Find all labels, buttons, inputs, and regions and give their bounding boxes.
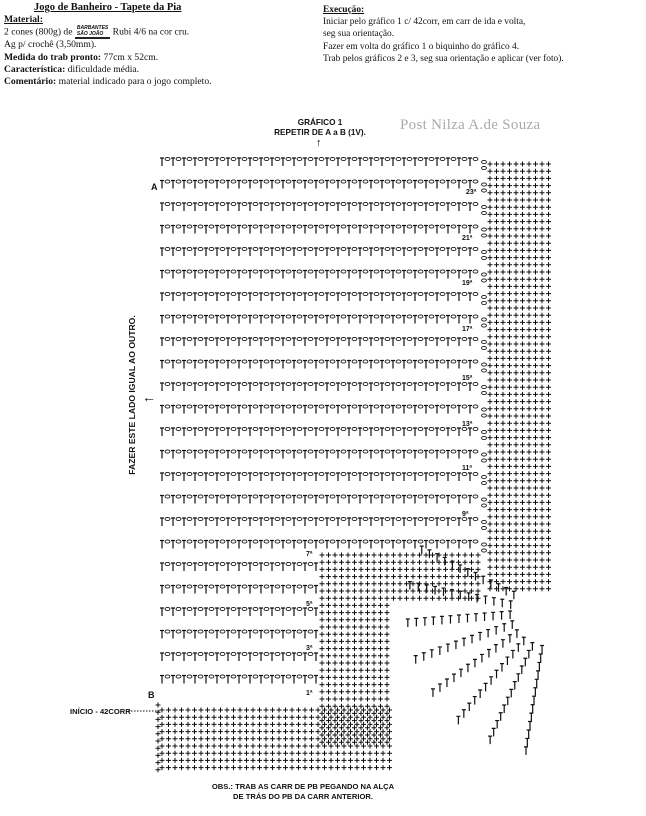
difficulty-line: Característica: dificuldade média. — [4, 63, 140, 75]
material-section: Jogo de Banheiro - Tapete da Pia Materia… — [4, 2, 304, 88]
size-line: Medida do trab pronto: 77cm x 52cm. — [4, 51, 159, 63]
row-label: 17ª — [462, 326, 473, 333]
row-label: 15ª — [462, 375, 473, 382]
row-label: 5ª — [306, 601, 313, 608]
material-suffix: Rubi 4/6 na cor cru. — [112, 27, 190, 39]
execution-line-4: Trab pelos gráficos 2 e 3, seg sua orien… — [323, 53, 564, 64]
arrow-up-icon: ↑ — [316, 137, 322, 149]
obs-note: OBS.: TRAB AS CARR DE PB PEGANDO NA ALÇA… — [211, 782, 395, 801]
execution-line-1: Iniciar pelo gráfico 1 c/ 42corr, em car… — [323, 17, 526, 28]
comment-line: Comentário: material indicado para o jog… — [4, 76, 212, 88]
arrow-left-icon: ← — [142, 391, 156, 406]
row-label: 21ª — [462, 235, 473, 242]
side-label: FAZER ESTE LADO IGUAL AO OUTRO. — [127, 315, 137, 475]
execution-label: Execução: — [323, 5, 365, 15]
row-label: 7ª — [306, 551, 313, 558]
row-label: 1ª — [306, 690, 313, 697]
row-label: 23ª — [466, 189, 477, 196]
execution-line-3: Fazer em volta do gráfico 1 o biquinho d… — [323, 41, 520, 52]
row-label: 11ª — [462, 465, 472, 472]
pattern-title: Jogo de Banheiro - Tapete da Pia — [34, 2, 182, 13]
row-label: 9ª — [462, 511, 469, 518]
watermark: Post Nilza A.de Souza — [400, 117, 541, 133]
material-label: Material: — [4, 14, 43, 26]
start-label: INÍCIO - 42CORR — [70, 707, 131, 716]
material-prefix: 2 cones (800g) de — [4, 27, 73, 39]
chart-title: GRÁFICO 1 REPETIR DE A a B (1V). — [274, 118, 366, 137]
row-label: 13ª — [462, 421, 473, 428]
chart-symbols — [128, 156, 551, 773]
execution-section: Execução: Iniciar pelo gráfico 1 c/ 42co… — [323, 4, 643, 65]
marker-a: A — [151, 182, 158, 192]
execution-line-2: seg sua orientação. — [323, 29, 395, 40]
row-label: 3ª — [306, 645, 313, 652]
needle-line: Ag p/ crochê (3,50mm). — [4, 39, 97, 51]
row-label: 19ª — [462, 280, 473, 287]
marker-b: B — [148, 690, 155, 700]
